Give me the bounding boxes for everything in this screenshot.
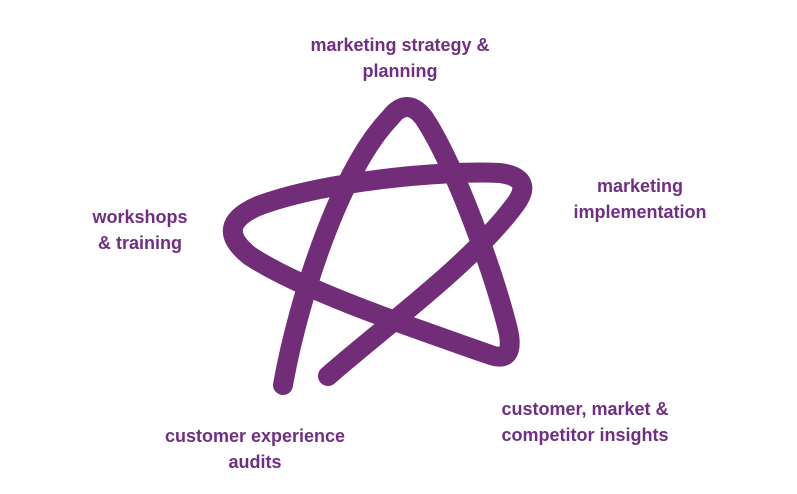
label-line: planning xyxy=(362,61,438,81)
label-bottom-right: customer, market & competitor insights xyxy=(480,396,690,448)
label-line: audits xyxy=(228,452,282,472)
label-top: marketing strategy & planning xyxy=(290,32,510,84)
label-line: marketing xyxy=(596,176,684,196)
label-left: workshops & training xyxy=(75,204,205,256)
label-line: & training xyxy=(98,233,182,253)
star-stroke xyxy=(223,97,533,395)
label-line: workshops xyxy=(92,207,188,227)
label-line: competitor insights xyxy=(501,425,669,445)
label-line: customer experience xyxy=(164,426,346,446)
label-bottom-left: customer experience audits xyxy=(145,423,365,475)
label-line: marketing strategy & xyxy=(310,35,490,55)
label-line: implementation xyxy=(573,202,707,222)
label-line: customer, market & xyxy=(501,399,669,419)
label-right: marketing implementation xyxy=(565,173,715,225)
